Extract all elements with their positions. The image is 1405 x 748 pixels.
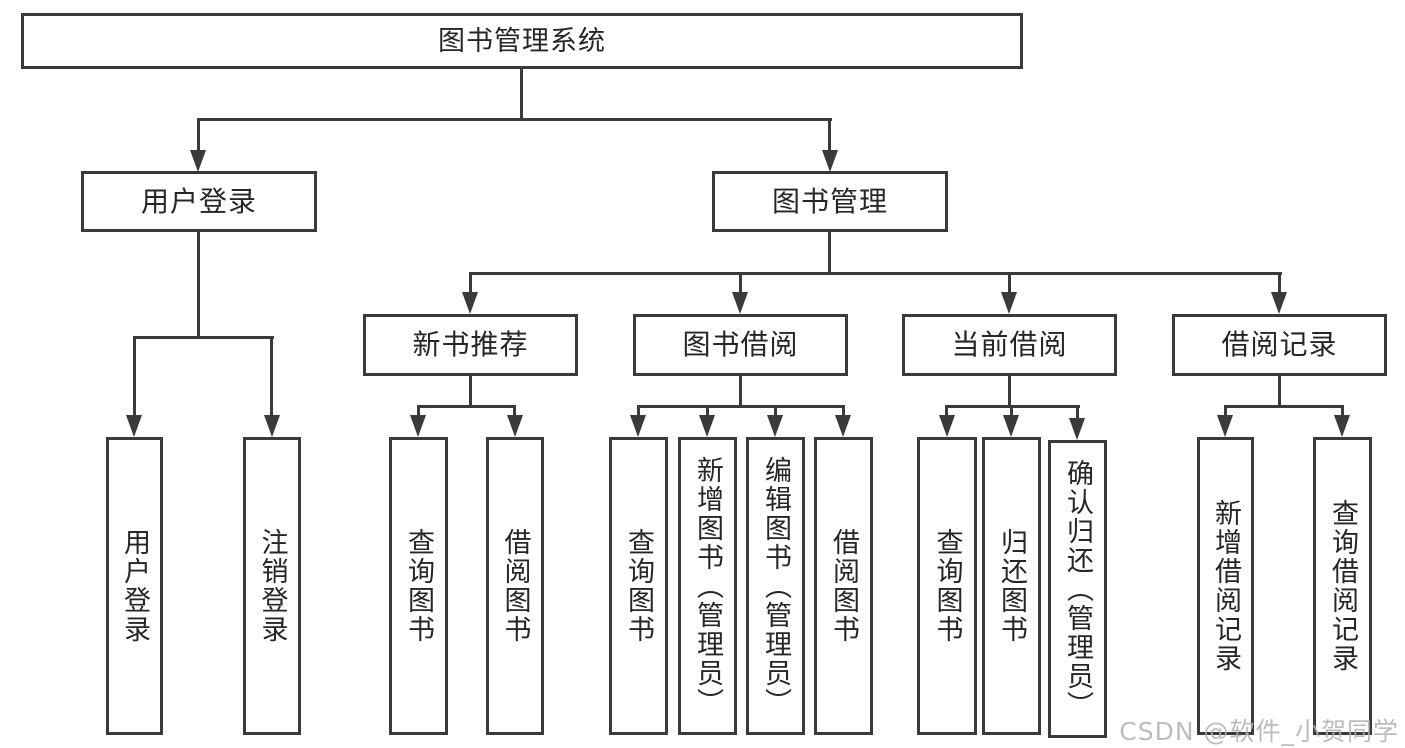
connector-line [739,376,742,408]
arrowhead-down-icon [1069,418,1085,440]
node-user-login-leaf: 用户登录 [106,437,163,735]
node-current-borrowing: 当前借阅 [902,314,1117,376]
connector-line [945,405,948,417]
node-new-book-recommend: 新书推荐 [363,314,578,376]
connector-line [1224,405,1344,408]
arrowhead-down-icon [630,415,646,437]
connector-line [1278,376,1281,408]
arrowhead-down-icon [126,415,142,437]
connector-line [417,405,516,408]
connector-line [513,405,516,417]
watermark: CSDN @软件_小贺同学 [1119,717,1399,746]
node-borrowing-records: 借阅记录 [1172,314,1387,376]
node-query-books-recommend: 查询图书 [389,437,448,735]
connector-line [828,232,831,275]
arrowhead-down-icon [190,150,206,172]
arrowhead-down-icon [1003,415,1019,437]
connector-line [133,336,274,339]
connector-line [637,405,844,408]
connector-line [417,405,420,417]
connector-line [1010,405,1013,417]
node-library-management-system: 图书管理系统 [21,13,1023,69]
arrowhead-down-icon [732,292,748,314]
arrowhead-down-icon [1217,415,1233,437]
node-borrow-books-borrowing: 借阅图书 [814,437,873,735]
node-book-management: 图书管理 [712,171,948,232]
arrowhead-down-icon [410,415,426,437]
node-add-books-admin: 新增图书（管理员） [678,437,737,735]
connector-line [1341,405,1344,417]
node-confirm-return-admin: 确认归还（管理员） [1048,440,1107,738]
arrowhead-down-icon [939,415,955,437]
connector-line [197,118,200,152]
node-edit-books-admin: 编辑图书（管理员） [746,437,805,735]
arrowhead-down-icon [462,292,478,314]
connector-line [197,118,832,121]
connector-line [1008,272,1011,294]
connector-line [520,69,523,120]
node-query-borrow-record: 查询借阅记录 [1313,437,1372,735]
connector-line [828,118,831,152]
connector-line [469,272,472,294]
node-query-books-borrowing: 查询图书 [609,437,668,735]
connector-line [197,232,200,338]
arrowhead-down-icon [264,415,280,437]
node-book-borrowing: 图书借阅 [633,314,848,376]
connector-line [1278,272,1281,294]
node-user-login: 用户登录 [81,171,317,232]
arrowhead-down-icon [699,415,715,437]
connector-line [706,405,709,417]
arrowhead-down-icon [1001,292,1017,314]
connector-line [1076,405,1079,419]
connector-line [469,272,1282,275]
arrowhead-down-icon [822,150,838,172]
node-add-borrow-record: 新增借阅记录 [1197,437,1254,735]
connector-line [842,405,845,417]
connector-line [637,405,640,417]
arrowhead-down-icon [767,415,783,437]
node-borrow-books-recommend: 借阅图书 [486,437,544,735]
node-logout: 注销登录 [243,437,301,735]
connector-line [270,336,273,417]
arrowhead-down-icon [835,415,851,437]
connector-line [1008,376,1011,408]
connector-line [774,405,777,417]
connector-line [133,336,136,417]
arrowhead-down-icon [1334,415,1350,437]
connector-line [469,376,472,408]
node-return-books: 归还图书 [982,437,1041,735]
node-query-books-current: 查询图书 [917,437,977,735]
connector-line [1224,405,1227,417]
connector-line [739,272,742,294]
arrowhead-down-icon [507,415,523,437]
arrowhead-down-icon [1271,292,1287,314]
